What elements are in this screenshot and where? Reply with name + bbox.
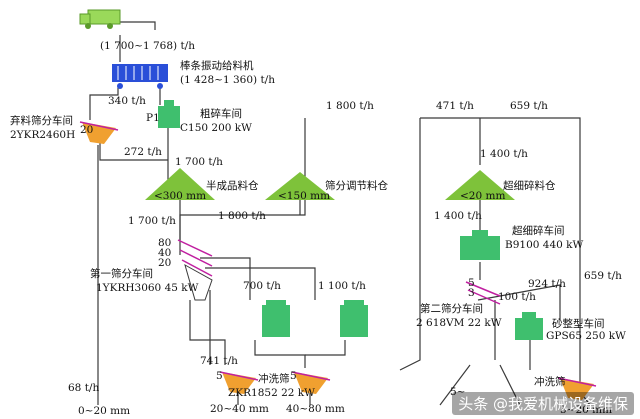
flow-label: 100 t/h xyxy=(498,291,536,303)
flow-label: 1 100 t/h xyxy=(318,280,366,292)
flow-line xyxy=(305,340,346,356)
mesh-label: 20 xyxy=(80,124,94,136)
semi-product-bin-icon xyxy=(145,168,215,200)
output-size-label: 5~ xyxy=(450,386,466,398)
flow-line xyxy=(477,284,561,320)
ultra-bin-name-label: 超细碎料仓 xyxy=(503,180,556,192)
cone-crusher-icon xyxy=(340,300,368,337)
flow-label: 741 t/h xyxy=(200,355,238,367)
flow-label: 471 t/h xyxy=(436,100,474,112)
adjust-bin-icon xyxy=(265,172,335,200)
feeder-name-label: 棒条振动给料机 xyxy=(180,60,254,72)
flow-label: 1 700 t/h xyxy=(175,156,223,168)
adjust-bin-size-label: <150 mm xyxy=(278,190,331,202)
flow-line xyxy=(420,117,581,385)
flow-line xyxy=(499,364,521,406)
sand-model-label: GPS65 250 kW xyxy=(546,330,626,342)
screen2-name-label: 第二筛分车间 xyxy=(420,303,483,315)
semi-bin-name-label: 半成品料仓 xyxy=(206,180,259,192)
flow-label: 1 800 t/h xyxy=(218,210,266,222)
coarse-crush-name-label: 粗碎车间 xyxy=(200,108,242,120)
flow-line xyxy=(99,140,168,161)
flow-label: 272 t/h xyxy=(124,146,162,158)
flow-label: 924 t/h xyxy=(528,278,566,290)
p1-label: P1 xyxy=(146,112,160,124)
flow-line xyxy=(254,340,306,368)
truck-icon xyxy=(79,9,121,29)
wash-screen-icon xyxy=(291,371,331,394)
ultra-crush-model-label: B9100 440 kW xyxy=(505,239,584,251)
wash-screen-name-label: 冲洗筛 xyxy=(258,373,290,385)
watermark: 头条 @我爱机械设备维保 xyxy=(452,392,634,415)
sand-shaper-icon xyxy=(515,312,543,340)
reject-screen-model-label: 2YKR2460H xyxy=(10,129,76,141)
flow-label: 1 400 t/h xyxy=(434,210,482,222)
output-size-label: 20~40 mm xyxy=(210,403,269,415)
flow-label: 68 t/h xyxy=(68,382,100,394)
flow-line xyxy=(89,86,119,120)
feeder-icon xyxy=(112,64,168,89)
ultrafine-bin-icon xyxy=(445,170,515,200)
truck-flow-label: (1 700~1 768) t/h xyxy=(100,40,195,52)
flow-label: 1 800 t/h xyxy=(326,100,374,112)
screen1-icon xyxy=(177,239,213,301)
flow-line xyxy=(399,118,421,371)
reject-screen-icon xyxy=(79,121,119,144)
flow-line xyxy=(189,300,226,365)
wash-screen-name-label: 冲洗筛 xyxy=(534,376,566,388)
mesh-label: 5 xyxy=(216,370,223,382)
flow-line xyxy=(200,257,251,300)
flow-label: 340 t/h xyxy=(108,95,146,107)
flow-line xyxy=(439,364,471,406)
semi-bin-size-label: <300 mm xyxy=(154,190,207,202)
screen1-name-label: 第一筛分车间 xyxy=(90,268,153,280)
flow-label: 659 t/h xyxy=(584,270,622,282)
adjust-bin-name-label: 筛分调节料仓 xyxy=(325,180,388,192)
ultrafine-crusher-icon xyxy=(460,230,500,260)
cone-crusher-icon xyxy=(262,300,290,337)
ultra-crush-name-label: 超细碎车间 xyxy=(512,225,565,237)
output-size-label: 0~20 mm xyxy=(78,405,131,417)
screen2-model-label: 2 618VM 22 kW xyxy=(416,317,502,329)
mesh-label: 5 xyxy=(468,277,475,289)
crusher-icon xyxy=(158,100,180,128)
output-size-label: 40~80 mm xyxy=(286,403,345,415)
wash-screen-model-label: ZKR1852 22 kW xyxy=(228,387,315,399)
mesh-label: 5 xyxy=(290,370,297,382)
coarse-crush-model-label: C150 200 kW xyxy=(180,122,252,134)
screen2-icon xyxy=(465,281,501,305)
output-size-label: 5~20 mm xyxy=(560,404,613,416)
flow-label: 659 t/h xyxy=(510,100,548,112)
wash-screen-icon xyxy=(219,371,259,394)
mesh-label: 80 xyxy=(158,237,172,249)
mesh-label: 3 xyxy=(468,287,475,299)
reject-screen-name-label: 弃料筛分车间 xyxy=(10,115,73,127)
mesh-label: 20 xyxy=(158,257,172,269)
sand-name-label: 砂整型车间 xyxy=(552,318,605,330)
flow-label: 1 700 t/h xyxy=(128,215,176,227)
flow-label: 700 t/h xyxy=(243,280,281,292)
feeder-flow-label: (1 428~1 360) t/h xyxy=(180,74,275,86)
wash-screen-icon xyxy=(557,377,597,400)
flow-label: 1 400 t/h xyxy=(480,148,528,160)
screen1-model-label: 1YKRH3060 45 kW xyxy=(96,282,199,294)
flow-line xyxy=(205,267,316,300)
ultra-bin-size-label: <20 mm xyxy=(460,190,506,202)
mesh-label: 40 xyxy=(158,247,172,259)
